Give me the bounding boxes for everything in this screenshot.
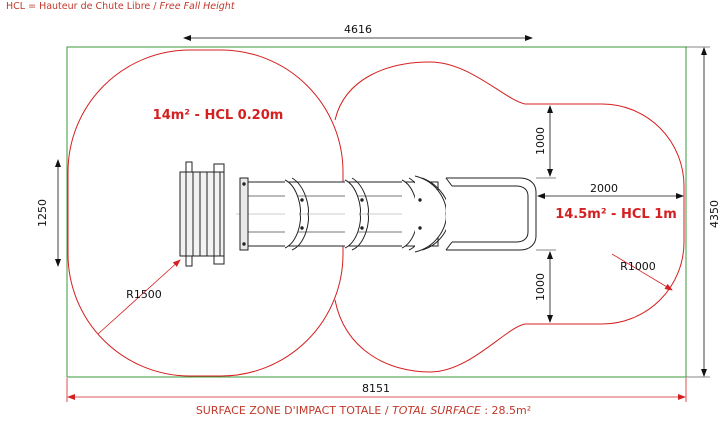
right-impact-zone: [334, 61, 685, 373]
dimension-2000: 2000: [590, 182, 618, 195]
dimension-8151: 8151: [362, 382, 390, 395]
total-surface-english: TOTAL SURFACE: [392, 404, 481, 417]
total-surface-french: SURFACE ZONE D'IMPACT TOTALE /: [195, 404, 393, 417]
slide-chute: [445, 177, 537, 251]
right-zone-label: 14.5m² - HCL 1m: [555, 207, 677, 222]
platform: [179, 161, 225, 267]
dimension-1000-bottom: 1000: [534, 273, 547, 301]
dimension-4616: 4616: [344, 23, 372, 36]
dimension-1000-top: 1000: [534, 127, 547, 155]
left-zone-label: 14m² - HCL 0.20m: [153, 108, 284, 123]
free-fall-height-legend: HCL = Hauteur de Chute Libre / Free Fall…: [6, 1, 235, 12]
radius-leader-r1500: [97, 259, 181, 335]
left-impact-zone: [67, 49, 344, 377]
legend-english: Free Fall Height: [159, 1, 235, 12]
radius-r1000: R1000: [620, 260, 656, 273]
total-surface-value: : 28.5m²: [480, 404, 532, 417]
legend-french: HCL = Hauteur de Chute Libre /: [6, 1, 160, 12]
total-surface-boundary: [66, 46, 687, 378]
radius-r1500: R1500: [126, 288, 162, 301]
tunnel-tube: [236, 175, 451, 253]
tunnel-slide: [179, 161, 537, 267]
dimension-1250: 1250: [36, 199, 49, 227]
radius-leader-r1000: [611, 253, 673, 291]
total-surface-caption: SURFACE ZONE D'IMPACT TOTALE / TOTAL SUR…: [0, 404, 727, 417]
dimension-4350: 4350: [708, 200, 721, 228]
